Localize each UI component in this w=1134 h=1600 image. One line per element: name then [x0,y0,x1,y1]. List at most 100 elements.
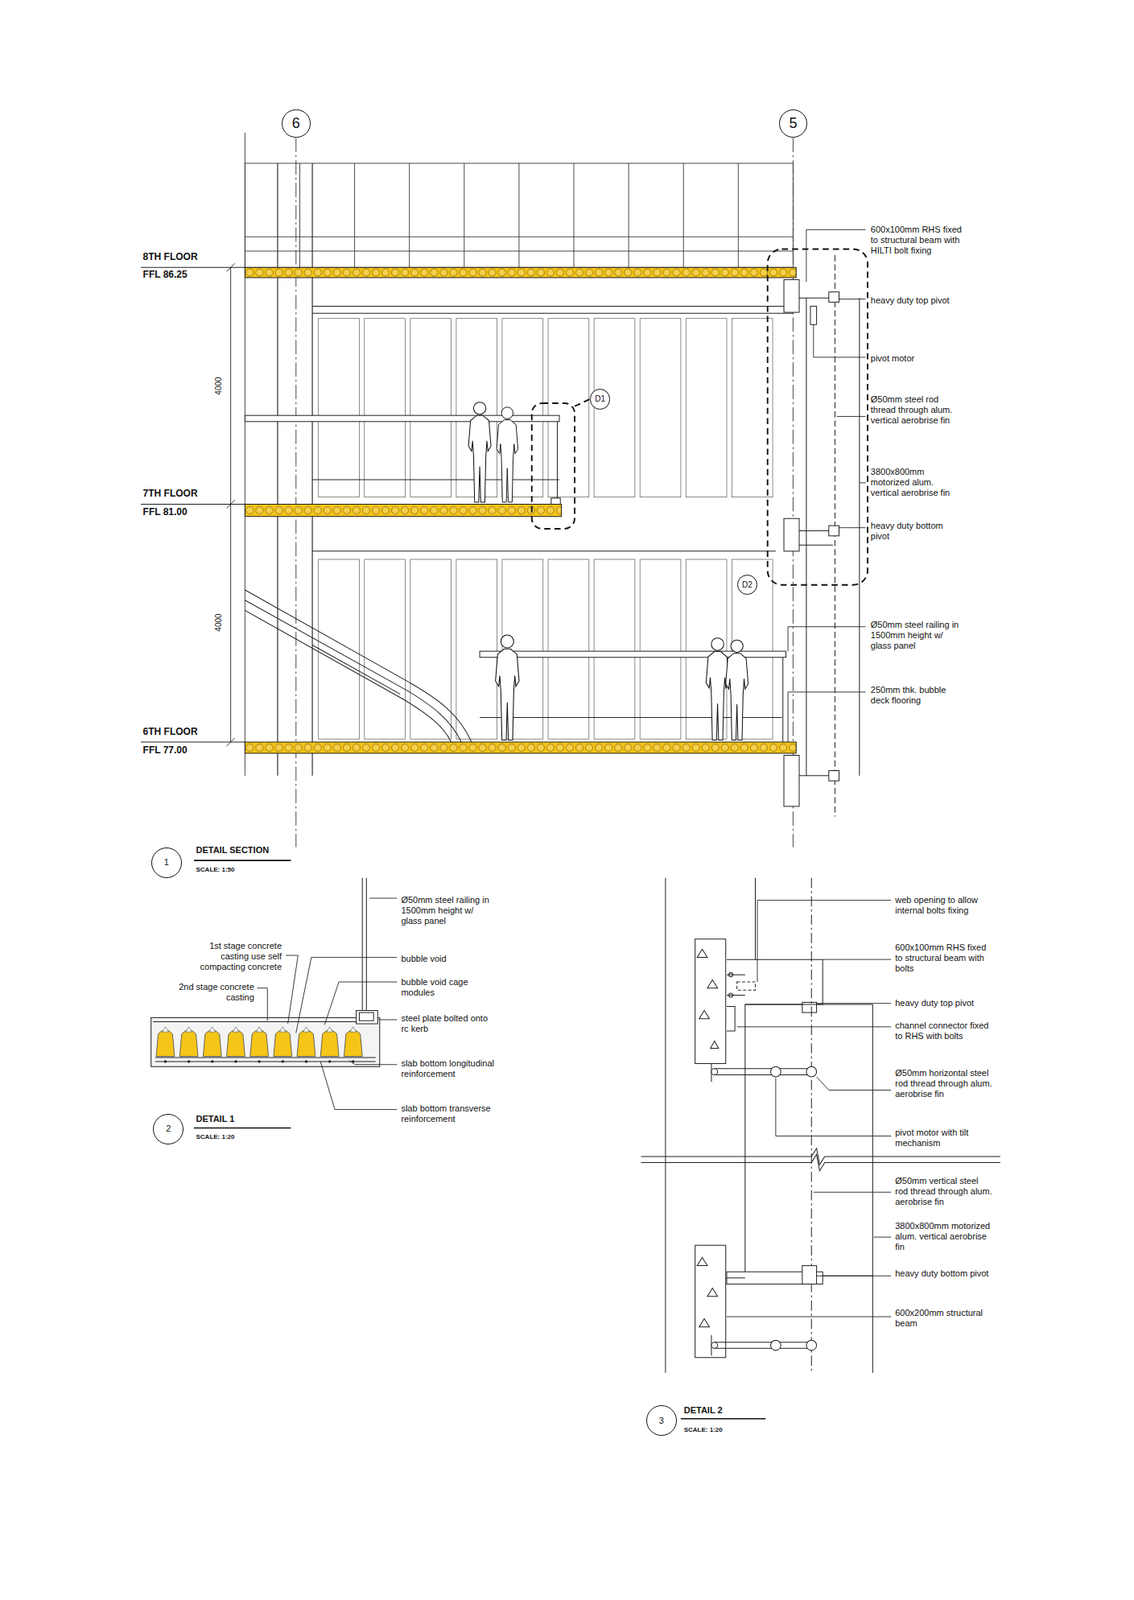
glazing-elevation [628,163,630,268]
escalator [244,589,472,743]
callout-number: D1 [594,395,606,404]
pivot-detail [696,1257,718,1327]
bubble-void [156,1026,363,1057]
escalator [244,589,472,743]
level-name: 7TH FLOOR [143,488,198,499]
annotation-label: 600x100mm RHS fixed to structural beam w… [894,942,992,974]
bubble-deck-slab [244,267,796,278]
person-figure [468,402,491,503]
pivot-bracket [783,754,800,806]
level-value: FFL 81.00 [143,507,188,518]
annotation-label: heavy duty top pivot [894,997,992,1009]
detail-callout-box [767,248,868,585]
title-underline [680,1418,766,1420]
pivot-bracket [828,525,840,537]
slab-detail [151,878,380,1068]
person-figure [705,638,729,741]
grid-bubble: 6 [281,109,311,139]
bubble-deck-slab [244,504,561,517]
wall-panels [639,318,681,498]
scale-note: SCALE: 1:20 [684,1424,723,1436]
railing [244,415,786,743]
pivot-detail [745,1003,874,1005]
pivot-bracket [783,518,800,552]
callout-bubble: D2 [737,574,758,595]
leader-line [787,229,866,743]
slab-detail [356,1010,379,1024]
annotation-label: slab bottom longitudinal reinforcement [400,1058,495,1080]
rebar-dot [257,1059,260,1063]
callout-number: 2 [165,1124,171,1134]
wall-panels [731,318,773,498]
rebar-dot [328,1059,331,1063]
annotation-label: channel connector fixed to RHS with bolt… [894,1020,992,1042]
drawing-title: DETAIL SECTION [195,845,269,856]
pivot-detail [640,878,1000,1374]
pivot-detail [711,1342,718,1349]
leader-line [816,1002,892,1004]
callout-number: D2 [742,581,753,590]
level-line [140,267,245,269]
callout-bubble: 3 [646,1405,677,1436]
railing [782,657,784,743]
detail-callout-box [531,403,575,529]
annotation-label: slab bottom transverse reinforcement [400,1103,495,1125]
leader-line [813,324,866,358]
callout-number: 5 [788,115,797,131]
leader-line [787,626,866,652]
scale-note: SCALE: 1:50 [195,864,235,875]
rebar-dot [210,1059,214,1063]
leader-line [838,298,866,300]
level-value: FFL 77.00 [143,745,188,756]
bubble-void [226,1026,246,1057]
glazing-elevation [244,132,246,776]
level-value: FFL 86.25 [143,269,188,281]
glazing-elevation [408,163,410,268]
leader-line [837,416,866,417]
grid-line [296,137,794,847]
slab-detail [151,1017,380,1067]
dimension-line [226,263,236,747]
leader-line [787,692,866,743]
annotation-label: bubble void [400,953,495,965]
leader-line [822,959,891,961]
wall-panels [548,559,590,739]
leader-line [324,981,397,1025]
dimension-line [226,499,236,508]
pivot-detail [726,959,823,1005]
annotation-label: Ø50mm steel railing in 1500mm height w/ … [870,619,963,652]
leader-line [838,527,866,528]
aerobrise-fin [805,297,807,776]
annotation-label: 3800x800mm motorized alum. vertical aero… [894,1220,992,1253]
pivot-bracket [799,544,833,546]
column [312,163,314,776]
escalator [312,645,400,695]
pivot-detail [811,878,813,1374]
title-underline [193,1127,291,1130]
dimension-line [226,738,236,747]
leader-line [320,1061,397,1110]
bubble-deck-slab [551,498,561,505]
leader-line [379,1018,398,1020]
slab-detail [362,878,363,1011]
wall-panels [456,559,498,739]
railing [312,479,560,481]
leader-line [726,1316,891,1318]
annotation-label: bubble void cage modules [400,977,495,998]
glazing-elevation [683,163,685,268]
pivot-detail [726,994,746,996]
scale-note: SCALE: 1:20 [195,1131,235,1143]
callout-bubble: 2 [152,1113,184,1145]
callout-number: 6 [292,115,301,131]
annotation-label: 600x200mm structural beam [894,1307,992,1329]
pivot-detail [640,1154,1000,1171]
pivot-bracket [783,279,800,313]
beam-soffit [312,313,793,314]
bubble-void [343,1026,363,1057]
pivot-detail [806,1066,817,1077]
leader-line [726,900,891,1317]
pivot-detail [714,1348,812,1349]
rebar-dot [164,1059,167,1063]
leader-line [257,988,269,1022]
pivot-detail [729,993,734,998]
